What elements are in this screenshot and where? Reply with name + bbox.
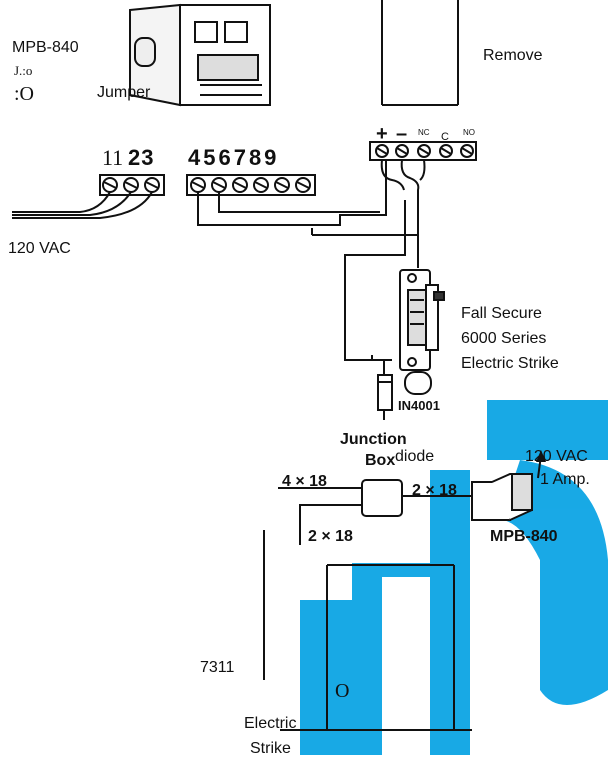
small-mark-2: :O	[14, 83, 34, 105]
remove-label: Remove	[483, 47, 543, 64]
terminal-4-9: 456789	[188, 145, 279, 170]
electric-strike	[399, 269, 445, 395]
wire-2x18-b: 2 × 18	[412, 482, 457, 499]
model-7311: 7311	[200, 659, 235, 676]
electric-strike-label-2: Strike	[250, 740, 291, 757]
small-mark: J.:o	[14, 63, 32, 78]
junction-label-2: Box	[365, 452, 395, 469]
wire-2x18-a: 2 × 18	[308, 528, 353, 545]
wires-upper	[12, 159, 426, 420]
mpb-840-label-bottom: MPB-840	[490, 528, 558, 545]
diode-label: diode	[395, 448, 434, 465]
terminal-2-3: 23	[128, 145, 154, 170]
vac-label-bottom: 120 VAC	[525, 448, 588, 465]
junction-label-1: Junction	[340, 431, 407, 448]
electric-strike-label-1: Electric	[244, 715, 296, 732]
diode	[377, 374, 393, 411]
junction-box	[361, 479, 403, 517]
terminal-nc: NC	[418, 128, 430, 137]
terminal-block-right	[369, 141, 477, 161]
diode-part: IN4001	[398, 398, 440, 413]
screw-row-left	[102, 177, 311, 193]
terminal-plus: +	[376, 123, 388, 145]
remove-panel	[381, 0, 459, 106]
strike-line-2: 6000 Series	[461, 330, 546, 347]
door-frame	[280, 564, 472, 731]
terminal-block-left	[99, 174, 316, 196]
strike-line-1: Fall Secure	[461, 305, 542, 322]
amp-label: 1 Amp.	[540, 471, 590, 488]
wire-4x18: 4 × 18	[282, 473, 327, 490]
terminal-c: C	[441, 131, 449, 143]
terminal-minus: –	[396, 123, 407, 145]
arrow-head	[536, 450, 546, 462]
terminal-no: NO	[463, 128, 475, 137]
strike-line-3: Electric Strike	[461, 355, 559, 372]
mpb-840-cabinet	[129, 3, 271, 107]
mpb-840-box	[471, 473, 533, 521]
terminal-11: 11	[102, 145, 123, 170]
mpb-840-label: MPB-840	[12, 39, 79, 56]
vac-label-top: 120 VAC	[8, 240, 71, 257]
jumper-label: Jumper	[97, 84, 151, 101]
door-mark: O	[335, 680, 349, 702]
